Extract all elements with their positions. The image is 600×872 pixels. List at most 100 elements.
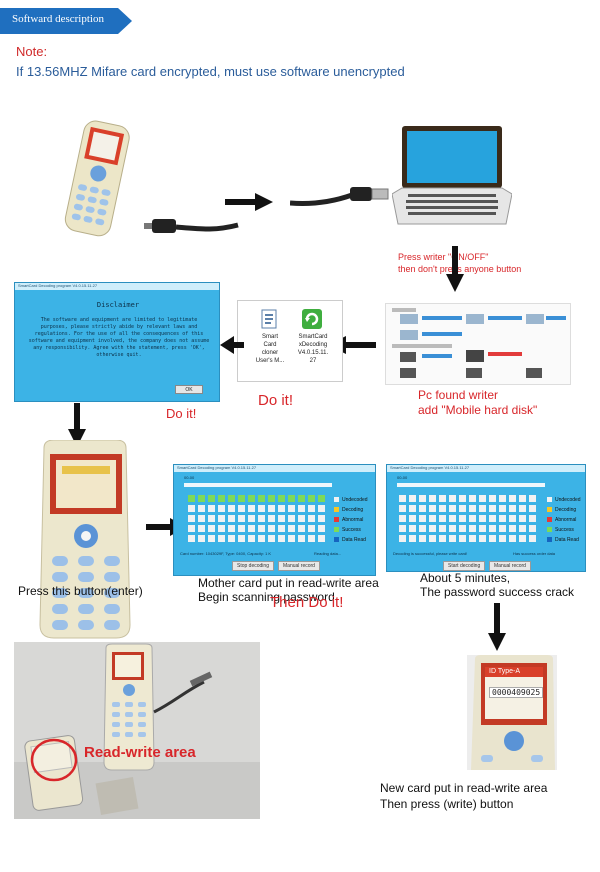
sector-cell	[509, 535, 516, 542]
document-file-icon	[261, 309, 277, 329]
sector-cell	[188, 535, 195, 542]
decode1-legend-success: Success	[342, 527, 361, 533]
file1-name-line4: User's M...	[255, 358, 285, 364]
decode2-status-right: Has success order data	[513, 551, 556, 556]
sector-cell	[288, 495, 295, 502]
manual-record-button[interactable]: Manual record	[278, 561, 320, 571]
sector-cell	[519, 525, 526, 532]
decode1-caption-line1: Mother card put in read-write area	[198, 576, 379, 590]
sector-cell	[479, 515, 486, 522]
decode1-legend-abnormal: Abnormal	[342, 517, 364, 523]
sector-cell	[439, 515, 446, 522]
decode2-status-left: Decoding is successful, please write car…	[393, 551, 468, 556]
disk-caption-line2: add "Mobile hard disk"	[418, 403, 538, 417]
sector-cell	[278, 495, 285, 502]
sector-cell	[198, 515, 205, 522]
sector-cell	[499, 515, 506, 522]
sector-cell	[459, 505, 466, 512]
laptop-caption-line1: Press writer "ON/OFF"	[398, 252, 489, 262]
sector-cell	[188, 505, 195, 512]
sector-cell	[318, 505, 325, 512]
sector-cell	[188, 515, 195, 522]
sector-cell	[258, 505, 265, 512]
decode1-sector-label: 00-00	[184, 475, 195, 480]
sector-cell	[529, 505, 536, 512]
decode1-legend-undecoded: Undecoded	[342, 497, 368, 503]
sector-cell	[469, 505, 476, 512]
sector-cell	[308, 505, 315, 512]
sector-cell	[188, 495, 195, 502]
arrow-down-icon	[488, 603, 506, 651]
sector-cell	[238, 535, 245, 542]
sector-cell	[469, 535, 476, 542]
sector-cell	[399, 525, 406, 532]
sector-cell	[509, 525, 516, 532]
sector-cell	[208, 525, 215, 532]
sector-cell	[308, 495, 315, 502]
decode2-caption-line1: About 5 minutes,	[420, 571, 511, 585]
sector-cell	[238, 515, 245, 522]
disclaimer-body: The software and equipment are limited t…	[28, 317, 210, 358]
sector-cell	[519, 505, 526, 512]
sector-cell	[419, 505, 426, 512]
decode1-legend-data-read: Data Read	[342, 537, 366, 543]
sector-cell	[429, 495, 436, 502]
sector-cell	[399, 505, 406, 512]
sector-cell	[409, 515, 416, 522]
sector-cell	[218, 505, 225, 512]
sector-cell	[529, 525, 536, 532]
sector-cell	[278, 535, 285, 542]
sector-cell	[489, 525, 496, 532]
sector-cell	[238, 525, 245, 532]
sector-cell	[208, 505, 215, 512]
sector-cell	[218, 495, 225, 502]
disclaimer-titlebar: SmartCard Decoding program V4.0.15.11.27	[15, 283, 219, 290]
sector-cell	[258, 535, 265, 542]
decode2-legend-undecoded: Undecoded	[555, 497, 581, 503]
start-decoding-button[interactable]: Start decoding	[443, 561, 486, 571]
sector-cell	[268, 525, 275, 532]
sector-cell	[218, 515, 225, 522]
manual-record-button[interactable]: Manual record	[489, 561, 531, 571]
sector-cell	[419, 535, 426, 542]
decode2-legend-abnormal: Abnormal	[555, 517, 577, 523]
sector-cell	[198, 535, 205, 542]
sector-cell	[248, 505, 255, 512]
sector-cell	[278, 525, 285, 532]
do-it-label: Do it!	[166, 406, 197, 421]
sector-cell	[509, 505, 516, 512]
then-do-it-label: Then Do it!	[270, 594, 344, 611]
decode2-caption-line2: The password success crack	[420, 585, 575, 599]
sector-cell	[238, 505, 245, 512]
sector-cell	[399, 495, 406, 502]
sector-cell	[218, 525, 225, 532]
sector-cell	[489, 495, 496, 502]
disclaimer-ok-button[interactable]: OK	[175, 385, 203, 394]
sector-cell	[298, 495, 305, 502]
arrow-left-icon	[220, 336, 244, 354]
stop-decoding-button[interactable]: Stop decoding	[232, 561, 274, 571]
header-title: Softward description	[12, 13, 104, 25]
file2-name-line2: xDecoding	[298, 342, 328, 348]
decode1-caption-line2: Begin scanning password	[198, 590, 335, 604]
sector-cell	[459, 515, 466, 522]
laptop-caption-line2: then don't press anyone button	[398, 264, 522, 274]
do-it-label: Do it!	[258, 392, 294, 409]
sector-cell	[258, 515, 265, 522]
sector-cell	[248, 535, 255, 542]
sector-cell	[218, 535, 225, 542]
press-button-caption: Press this button(enter)	[18, 584, 143, 598]
sector-cell	[198, 495, 205, 502]
sector-cell	[469, 525, 476, 532]
sector-cell	[489, 515, 496, 522]
note-label: Note:	[16, 44, 48, 59]
sector-cell	[409, 495, 416, 502]
arrow-down-icon	[68, 403, 86, 447]
sector-cell	[268, 495, 275, 502]
sector-cell	[399, 515, 406, 522]
file1-name-line1: Smart	[261, 334, 278, 340]
sector-cell	[188, 525, 195, 532]
sector-cell	[469, 495, 476, 502]
sector-cell	[429, 515, 436, 522]
sector-cell	[439, 495, 446, 502]
